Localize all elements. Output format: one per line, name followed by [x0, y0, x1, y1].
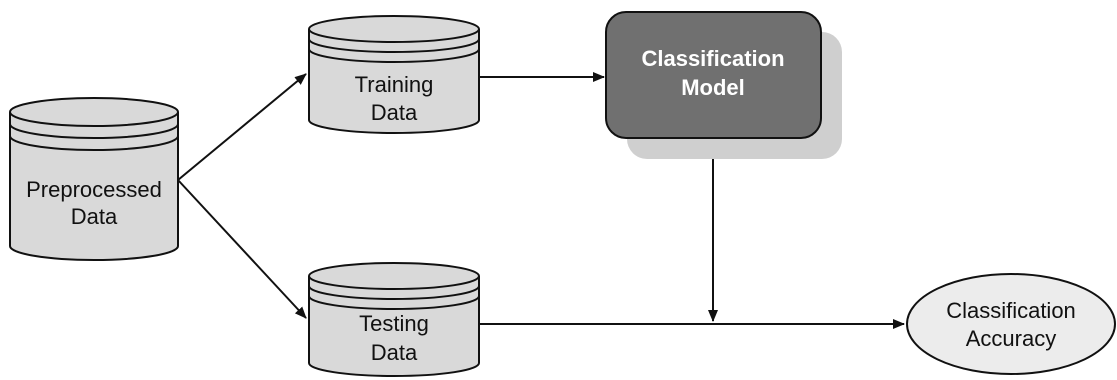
classification-model-label-line2: Model	[681, 75, 745, 100]
testing-data-label-line2: Data	[371, 340, 418, 365]
training-data-label-line1: Training	[355, 72, 434, 97]
preprocessed-data-cylinder: Preprocessed Data	[9, 97, 179, 261]
classification-model-label-line1: Classification	[641, 46, 784, 71]
testing-data-cylinder: Testing Data	[308, 262, 480, 377]
preprocessed-data-label-line2: Data	[71, 204, 118, 229]
training-data-label-line2: Data	[371, 100, 418, 125]
classification-accuracy-label-line1: Classification	[946, 298, 1076, 323]
edge-preprocessed-to-training	[177, 73, 307, 181]
classification-accuracy-ellipse: Classification Accuracy	[906, 273, 1116, 375]
preprocessed-data-label-line1: Preprocessed	[26, 177, 162, 202]
classification-model-box: Classification Model	[605, 11, 842, 159]
training-data-cylinder: Training Data	[308, 15, 480, 134]
edges	[177, 72, 905, 329]
testing-data-label-line1: Testing	[359, 311, 429, 336]
edge-preprocessed-to-testing	[177, 179, 307, 319]
classification-model-panel	[605, 11, 822, 139]
classification-accuracy-label-line2: Accuracy	[966, 326, 1056, 351]
